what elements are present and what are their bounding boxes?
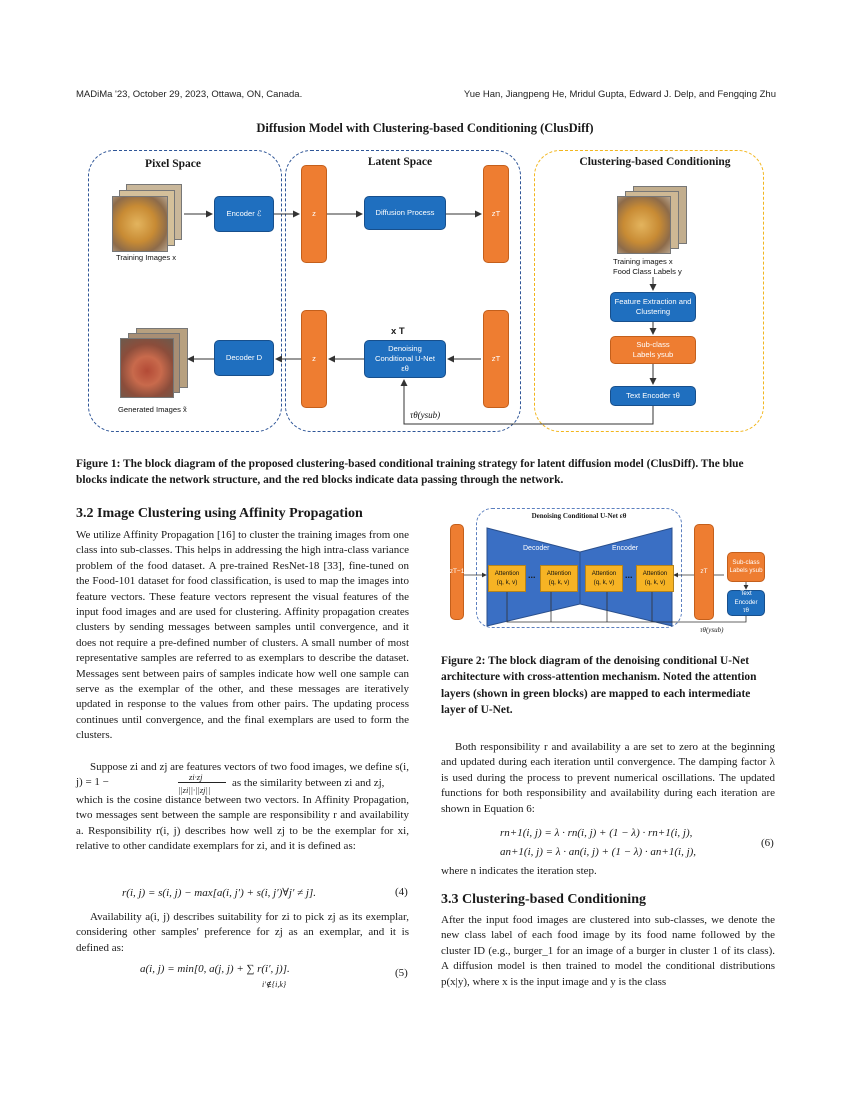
equation-6-number: (6) bbox=[761, 837, 774, 849]
decoder-label: Decoder bbox=[523, 545, 550, 552]
diffusion-process-block: Diffusion Process bbox=[364, 196, 446, 230]
zt-block-fig2: zT bbox=[694, 524, 714, 620]
section-3-2-para3: Availability a(i, j) describes suitabili… bbox=[76, 911, 409, 954]
section-3-2-para2-rest: which is the cosine distance between two… bbox=[76, 794, 409, 853]
training-images-label: Training Images x bbox=[116, 253, 177, 262]
pixel-space-title: Pixel Space bbox=[145, 158, 201, 170]
times-t-label: x T bbox=[391, 326, 405, 337]
cluster-image-front bbox=[617, 196, 671, 254]
unet-line2: Conditional U-Net bbox=[375, 353, 435, 363]
attention-block-3: Attention(q, k, v) bbox=[585, 565, 623, 592]
right-col-para1: Both responsibility r and availability a… bbox=[441, 741, 775, 815]
para2-after-fraction: as the similarity between zi and zj, bbox=[232, 777, 385, 789]
figure1-arrows bbox=[184, 210, 657, 425]
latent-space-title: Latent Space bbox=[367, 156, 433, 168]
where-line: where n indicates the iteration step. bbox=[441, 865, 597, 877]
zt-bottom-block: zT bbox=[483, 310, 509, 408]
tau-label: τθ(ysub) bbox=[410, 410, 441, 420]
decoder-block: Decoder D bbox=[214, 340, 274, 376]
unet-region bbox=[476, 508, 682, 628]
feature-extraction-block: Feature Extraction and Clustering bbox=[610, 292, 696, 322]
fraction-bar bbox=[178, 782, 226, 783]
figure2-title: Denoising Conditional U-Net εθ bbox=[531, 512, 627, 520]
zt-top-block: zT bbox=[483, 165, 509, 263]
figure2-shapes bbox=[464, 527, 749, 627]
equation-5-number: (5) bbox=[395, 967, 408, 979]
equation-4: r(i, j) = s(i, j) − max[a(i, j′) + s(i, … bbox=[122, 887, 317, 899]
encoder-label: Encoder bbox=[612, 545, 639, 552]
encoder-trapezoid bbox=[579, 527, 673, 627]
generated-image-front bbox=[120, 338, 174, 398]
subclass-line1: Sub-class bbox=[636, 339, 670, 349]
equation-5: a(i, j) = min[0, a(j, j) + ∑ r(i′, j)]. bbox=[140, 963, 290, 975]
equation-6-line1: rn+1(i, j) = λ · rn(i, j) + (1 − λ) · rn… bbox=[500, 827, 693, 839]
figure1-caption: Figure 1: The block diagram of the propo… bbox=[76, 458, 744, 487]
attention-block-4: Attention(q, k, v) bbox=[636, 565, 674, 592]
unet-line1: Denoising bbox=[388, 343, 422, 353]
pixel-space-region bbox=[88, 150, 282, 432]
attention-block-2: Attention(q, k, v) bbox=[540, 565, 578, 592]
section-3-2-heading: 3.2 Image Clustering using Affinity Prop… bbox=[76, 506, 363, 521]
running-header-left: MADiMa '23, October 29, 2023, Ottawa, ON… bbox=[76, 89, 303, 100]
section-3-2-para1: We utilize Affinity Propagation [16] to … bbox=[76, 529, 409, 742]
section-3-3-heading: 3.3 Clustering-based Conditioning bbox=[441, 892, 646, 907]
encoder-block: Encoder ℰ bbox=[214, 196, 274, 232]
clustering-region bbox=[534, 150, 764, 432]
z-bottom-block: z bbox=[301, 310, 327, 408]
cluster-input-line2: Food Class Labels y bbox=[613, 267, 682, 276]
unet-line3: εθ bbox=[401, 364, 409, 374]
z-top-block: z bbox=[301, 165, 327, 263]
running-header-right: Yue Han, Jiangpeng He, Mridul Gupta, Edw… bbox=[463, 89, 776, 100]
generated-images-label: Generated Images x̃ bbox=[118, 405, 187, 414]
training-image-front bbox=[112, 196, 168, 252]
dots-2: ... bbox=[625, 570, 633, 580]
clustering-title: Clustering-based Conditioning bbox=[579, 156, 731, 168]
attention-block-1: Attention(q, k, v) bbox=[488, 565, 526, 592]
subclass-labels-block: Sub-class Labels ysub bbox=[610, 336, 696, 364]
zt-minus-block: zT−1 bbox=[450, 524, 464, 620]
text-encoder-block: Text Encoder τθ bbox=[610, 386, 696, 406]
fig2-subclass-block: Sub-class Labels ysub bbox=[727, 552, 765, 582]
latent-space-region bbox=[285, 150, 521, 432]
equation-5-subscript: i′∉{i,k} bbox=[262, 980, 287, 989]
section-3-2-para2-line1: Suppose zi and zj are features vectors o… bbox=[76, 761, 409, 789]
cluster-input-line1: Training images x bbox=[613, 257, 673, 266]
fig2-text-encoder-block: Text Encoder τθ bbox=[727, 590, 765, 616]
equation-6-line2: an+1(i, j) = λ · an(i, j) + (1 − λ) · an… bbox=[500, 846, 697, 858]
dots-1: ... bbox=[528, 570, 536, 580]
fraction-numerator: zi·zj bbox=[189, 772, 203, 782]
fig2-tau-label: τθ(ysub) bbox=[700, 626, 724, 634]
section-3-3-para: After the input food images are clustere… bbox=[441, 914, 775, 988]
subclass-line2: Labels ysub bbox=[632, 350, 674, 359]
figure1-title: Diffusion Model with Clustering-based Co… bbox=[256, 121, 594, 135]
fraction-denominator: ||zi||·||zj|| bbox=[178, 785, 211, 795]
figure2-caption: Figure 2: The block diagram of the denoi… bbox=[441, 655, 757, 716]
unet-block: Denoising Conditional U-Net εθ bbox=[364, 340, 446, 378]
equation-4-number: (4) bbox=[395, 886, 408, 898]
